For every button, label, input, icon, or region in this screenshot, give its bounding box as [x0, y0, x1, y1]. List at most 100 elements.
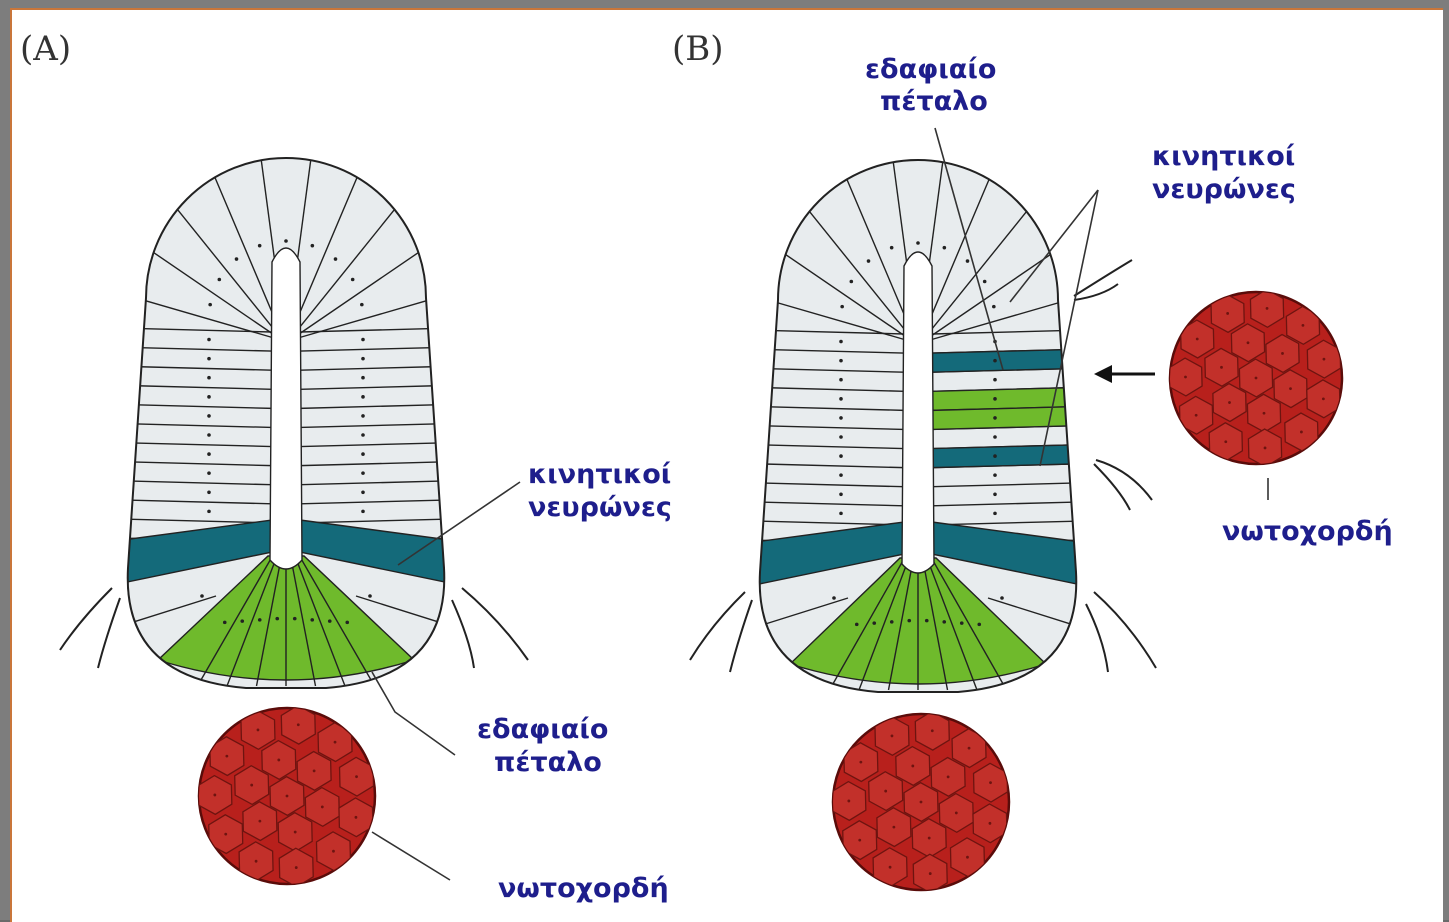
- notochord-nucleus: [1220, 366, 1223, 369]
- nucleus-dot: [361, 395, 365, 399]
- nucleus-dot: [916, 241, 920, 245]
- notochord-nucleus: [1195, 414, 1198, 417]
- axon: [98, 598, 120, 668]
- notochord-nucleus: [255, 860, 258, 863]
- nucleus-dot: [942, 620, 946, 624]
- nucleus-dot: [361, 414, 365, 418]
- notochord-b-side: [1169, 289, 1342, 466]
- nucleus-dot: [872, 621, 876, 625]
- notochord-nucleus: [258, 820, 261, 823]
- nucleus-dot: [361, 376, 365, 380]
- nucleus-dot: [351, 278, 355, 282]
- nucleus-dot: [207, 357, 211, 361]
- nucleus-dot: [368, 594, 372, 598]
- notochord-nucleus: [955, 812, 958, 815]
- nucleus-dot: [993, 473, 997, 477]
- nucleus-dot: [361, 357, 365, 361]
- axon: [1086, 604, 1108, 672]
- nucleus-dot: [943, 246, 947, 250]
- label-floor-plate-b-line1: εδαφιαίο: [865, 54, 996, 85]
- lumen: [270, 248, 302, 569]
- axon: [1096, 460, 1152, 500]
- floor-plate-band-ectopic-2: [932, 406, 1086, 429]
- nucleus-dot: [361, 471, 365, 475]
- notochord-nucleus: [1289, 387, 1292, 390]
- axon: [1094, 592, 1156, 668]
- notochord-nucleus: [250, 784, 253, 787]
- notochord-nucleus: [332, 850, 335, 853]
- nucleus-dot: [345, 621, 349, 625]
- nucleus-dot: [925, 619, 929, 623]
- nucleus-dot: [907, 619, 911, 623]
- tube-cells: [740, 152, 1096, 692]
- nucleus-dot: [207, 338, 211, 342]
- nucleus-dot: [983, 280, 987, 284]
- axon: [452, 600, 474, 668]
- nucleus-dot: [284, 239, 288, 243]
- nucleus-dot: [207, 452, 211, 456]
- nucleus-dot: [890, 246, 894, 250]
- axon: [60, 588, 112, 650]
- notochord-nucleus: [277, 759, 280, 762]
- notochord-nucleus: [1247, 341, 1250, 344]
- nucleus-dot: [839, 416, 843, 420]
- label-floor-plate-a-line2: πέταλο: [494, 747, 602, 778]
- nucleus-dot: [223, 621, 227, 625]
- notochord-nucleus: [1281, 352, 1284, 355]
- nucleus-dot: [258, 244, 262, 248]
- notochord-nucleus: [295, 866, 298, 869]
- nucleus-dot: [993, 492, 997, 496]
- notochord-a: [198, 705, 375, 887]
- nucleus-dot: [993, 435, 997, 439]
- axon: [462, 588, 528, 660]
- lumen: [902, 252, 934, 573]
- notochord-nucleus: [1263, 412, 1266, 415]
- nucleus-dot: [992, 305, 996, 309]
- axon: [730, 600, 752, 672]
- notochord-nucleus: [1228, 401, 1231, 404]
- nucleus-dot: [218, 278, 222, 282]
- notochord-nucleus: [355, 775, 358, 778]
- nucleus-dot: [890, 620, 894, 624]
- panel-letter-b: (B): [672, 29, 724, 69]
- nucleus-dot: [839, 473, 843, 477]
- label-floor-plate-a-line1: εδαφιαίο: [477, 714, 608, 745]
- nucleus-dot: [208, 303, 212, 307]
- nucleus-dot: [855, 623, 859, 627]
- nucleus-dot: [240, 619, 244, 623]
- notochord-nucleus: [334, 741, 337, 744]
- label-motor-neurons-b-line2: νευρώνες: [1152, 174, 1296, 205]
- notochord-nucleus: [297, 723, 300, 726]
- notochord-nucleus: [224, 833, 227, 836]
- notochord-nucleus: [911, 765, 914, 768]
- nucleus-dot: [839, 492, 843, 496]
- notochord-nucleus: [1323, 358, 1326, 361]
- nucleus-dot: [207, 414, 211, 418]
- nucleus-dot: [361, 452, 365, 456]
- label-motor-neurons-a-line1: κινητικοί: [528, 459, 671, 490]
- arrow-left-icon: [1094, 365, 1155, 383]
- notochord-nucleus: [889, 866, 892, 869]
- nucleus-dot: [200, 594, 204, 598]
- notochord-nucleus: [847, 800, 850, 803]
- notochord-nucleus: [1266, 307, 1269, 310]
- notochord-nucleus: [968, 747, 971, 750]
- nucleus-dot: [207, 490, 211, 494]
- nucleus-dot: [1000, 596, 1004, 600]
- nucleus-dot: [960, 621, 964, 625]
- notochord-nucleus: [947, 775, 950, 778]
- leader-notochord-a: [372, 832, 450, 880]
- nucleus-dot: [293, 617, 297, 621]
- notochord-nucleus: [920, 801, 923, 804]
- nucleus-dot: [993, 512, 997, 516]
- notochord-nucleus: [1226, 312, 1229, 315]
- nucleus-dot: [966, 259, 970, 263]
- nucleus-dot: [993, 378, 997, 382]
- neural-tube-b: [690, 152, 1156, 692]
- nucleus-dot: [839, 397, 843, 401]
- nucleus-dot: [310, 618, 314, 622]
- nucleus-dot: [207, 510, 211, 514]
- notochord-nucleus: [989, 781, 992, 784]
- notochord-nucleus: [858, 839, 861, 842]
